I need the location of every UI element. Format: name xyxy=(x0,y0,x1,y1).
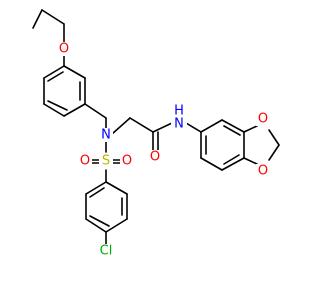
bond xyxy=(111,117,131,135)
atom-o-ethoxy: O xyxy=(57,42,71,57)
bond xyxy=(129,117,154,133)
bond xyxy=(223,154,240,165)
atom-o-sulfonyl-left: O xyxy=(78,154,92,169)
bond xyxy=(200,119,223,133)
atom-o-sulfonyl-right: O xyxy=(120,154,134,169)
bond xyxy=(41,9,65,25)
bond xyxy=(43,103,65,117)
bond xyxy=(47,71,64,82)
atom-o-dioxole-bottom: O xyxy=(256,164,270,179)
atom-label: O xyxy=(80,154,90,169)
atom-label: N xyxy=(174,117,184,132)
bond xyxy=(243,157,258,165)
bond xyxy=(63,65,86,79)
bond xyxy=(223,125,241,136)
atom-s-sulfonyl: S xyxy=(99,154,113,169)
bond xyxy=(105,181,128,195)
bond xyxy=(89,215,110,227)
bond xyxy=(63,103,86,117)
atom-cl-chloro: Cl xyxy=(96,244,116,259)
bond xyxy=(221,157,245,171)
bond xyxy=(105,218,128,233)
atom-o-dioxole-top: O xyxy=(256,112,270,127)
bond xyxy=(152,122,173,133)
atom-labels: O N S O O O H N xyxy=(57,42,270,259)
atom-label: O xyxy=(59,42,69,57)
bond xyxy=(84,103,107,119)
bond xyxy=(47,100,68,111)
atom-label: O xyxy=(258,164,268,179)
bond xyxy=(85,181,107,195)
atom-label: Cl xyxy=(100,244,113,259)
atom-label: H xyxy=(174,104,184,119)
bond xyxy=(85,218,107,233)
bond xyxy=(32,9,43,29)
atom-label: O xyxy=(122,154,132,169)
bond xyxy=(89,187,105,198)
atom-label: N xyxy=(101,128,111,143)
bond-lines xyxy=(32,9,280,245)
atom-o-carbonyl: O xyxy=(148,150,162,165)
bond xyxy=(43,65,65,79)
bond xyxy=(268,144,280,161)
bond xyxy=(243,125,258,133)
atom-label: O xyxy=(150,150,160,165)
atom-label: O xyxy=(258,112,268,127)
atom-label: S xyxy=(102,154,110,169)
atom-nh-amide: H N xyxy=(171,104,187,132)
bond xyxy=(185,122,202,133)
chemical-structure-diagram: O N S O O O H N xyxy=(32,9,280,259)
bond xyxy=(268,129,280,146)
bond xyxy=(221,119,245,133)
bond xyxy=(200,157,223,171)
atom-n-sulfonamide: N xyxy=(99,128,113,143)
